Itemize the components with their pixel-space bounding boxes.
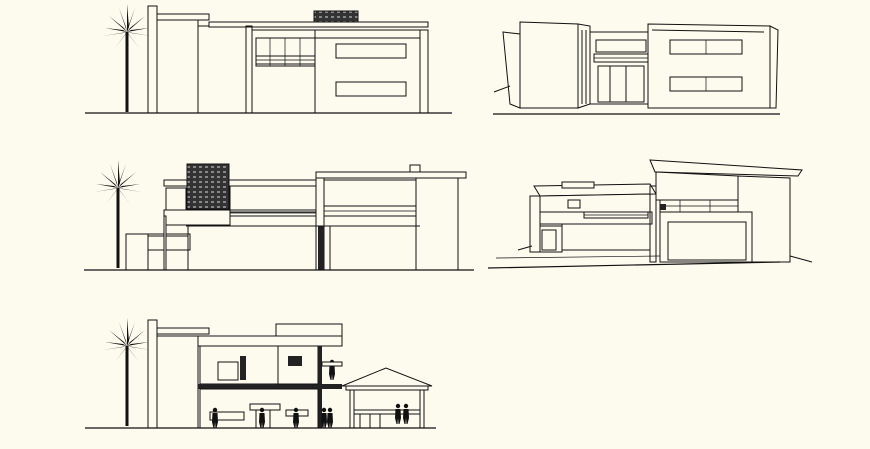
window-upper	[335, 43, 407, 59]
front-elevation	[85, 4, 452, 114]
stone-chimney	[186, 163, 230, 210]
low-wall	[125, 233, 149, 271]
right-volume	[647, 23, 771, 109]
person-icon	[403, 403, 409, 424]
roof-slab-right	[315, 171, 467, 179]
person-icon	[327, 407, 333, 428]
stone-parapet	[313, 10, 359, 23]
louver-screen	[156, 335, 199, 429]
ground-glazing	[597, 65, 645, 103]
perspective-view-1	[493, 21, 780, 115]
gazebo-roof	[341, 367, 433, 387]
column-hatch	[245, 25, 253, 114]
ground-line	[487, 261, 781, 269]
lower-right-volume	[659, 211, 753, 263]
palm-tree-icon	[103, 4, 151, 112]
ground-glazing-right	[329, 225, 417, 271]
tower-column	[147, 5, 158, 114]
tower-column	[147, 319, 158, 429]
person-icon	[212, 407, 218, 428]
window-lower	[335, 81, 407, 97]
ground-glazing-left	[187, 225, 317, 271]
upper-room-left	[199, 345, 279, 385]
end-wall	[415, 177, 459, 271]
upper-glazing	[229, 185, 317, 213]
side-elevation	[84, 160, 474, 271]
roof-right	[649, 159, 803, 177]
person-icon	[395, 403, 401, 424]
palm-tree-icon	[103, 318, 151, 426]
roof-slab	[197, 335, 343, 347]
middle-block	[251, 29, 316, 114]
lower-left-volume	[561, 223, 651, 251]
roof-cap	[208, 21, 429, 28]
section-view	[85, 318, 436, 429]
balcony-slab	[163, 209, 231, 226]
left-volume	[519, 21, 579, 109]
roof-slab	[156, 13, 210, 21]
person-icon	[259, 407, 265, 428]
louver-screen	[156, 19, 199, 114]
right-block	[314, 29, 429, 114]
perspective-view-2	[487, 159, 813, 269]
wall-block	[197, 25, 247, 114]
